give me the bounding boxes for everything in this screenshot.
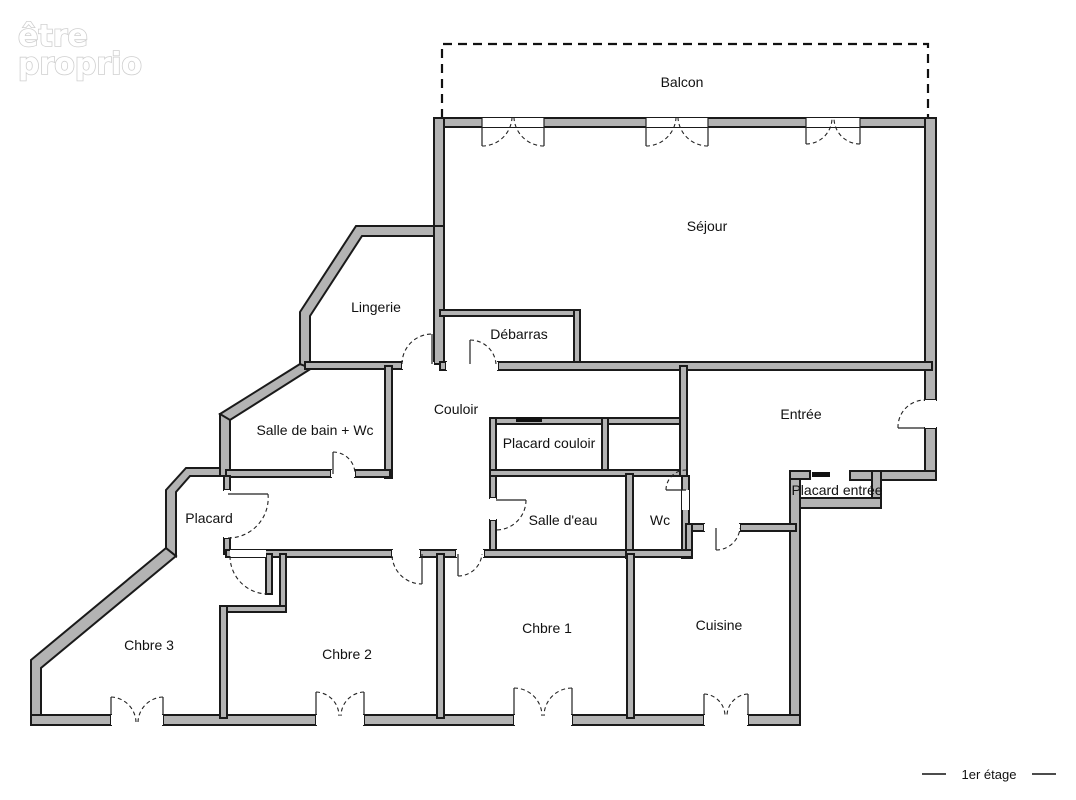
- chbre-3-door[interactable]: [229, 550, 269, 595]
- chbre-2-window[interactable]: [315, 691, 365, 725]
- doors[interactable]: [110, 117, 936, 725]
- lingerie-door[interactable]: [401, 333, 434, 369]
- label-placard-couloir: Placard couloir: [503, 435, 596, 451]
- floor-indicator: 1er étage: [922, 767, 1056, 782]
- label-chbre-1: Chbre 1: [522, 620, 572, 636]
- debarras-door[interactable]: [446, 339, 498, 370]
- balcony-outline: [440, 42, 930, 118]
- chbre-1-window[interactable]: [513, 687, 573, 725]
- label-placard-entree: Placard entrée: [791, 482, 882, 498]
- label-entree: Entrée: [780, 406, 821, 422]
- placard-entree-track: [812, 472, 830, 477]
- label-salle-d-eau: Salle d'eau: [529, 512, 598, 528]
- sejour-window-1[interactable]: [481, 117, 545, 147]
- floor-label: 1er étage: [962, 767, 1017, 782]
- salle-de-bain-door[interactable]: [331, 451, 356, 477]
- label-balcon: Balcon: [661, 74, 704, 90]
- sejour-window-2[interactable]: [645, 117, 709, 147]
- placard-door[interactable]: [224, 490, 269, 539]
- sejour-window-3[interactable]: [805, 117, 861, 145]
- label-chbre-3: Chbre 3: [124, 637, 174, 653]
- label-salle-de-bain: Salle de bain + Wc: [256, 422, 373, 438]
- cuisine-window[interactable]: [703, 693, 749, 725]
- label-debarras: Débarras: [490, 326, 548, 342]
- brand-logo: être proprio: [17, 18, 143, 83]
- label-chbre-2: Chbre 2: [322, 646, 372, 662]
- label-sejour: Séjour: [687, 218, 728, 234]
- cuisine-door[interactable]: [704, 524, 741, 551]
- chbre-1-door[interactable]: [456, 550, 484, 577]
- room-labels: Balcon Séjour Lingerie Débarras Couloir …: [124, 74, 883, 662]
- salle-d-eau-door[interactable]: [490, 498, 527, 531]
- label-lingerie: Lingerie: [351, 299, 401, 315]
- entree-front-door[interactable]: [897, 399, 936, 429]
- wc-door[interactable]: [665, 469, 689, 510]
- brand-line-2: proprio: [18, 47, 142, 82]
- label-couloir: Couloir: [434, 401, 479, 417]
- label-wc: Wc: [650, 512, 670, 528]
- label-placard: Placard: [185, 510, 232, 526]
- placard-couloir-track: [516, 417, 542, 422]
- label-cuisine: Cuisine: [696, 617, 743, 633]
- chbre-3-window[interactable]: [110, 696, 164, 725]
- brand-line-1: être: [18, 19, 88, 54]
- chbre-2-door[interactable]: [391, 550, 423, 585]
- exterior-walls: [30, 117, 937, 726]
